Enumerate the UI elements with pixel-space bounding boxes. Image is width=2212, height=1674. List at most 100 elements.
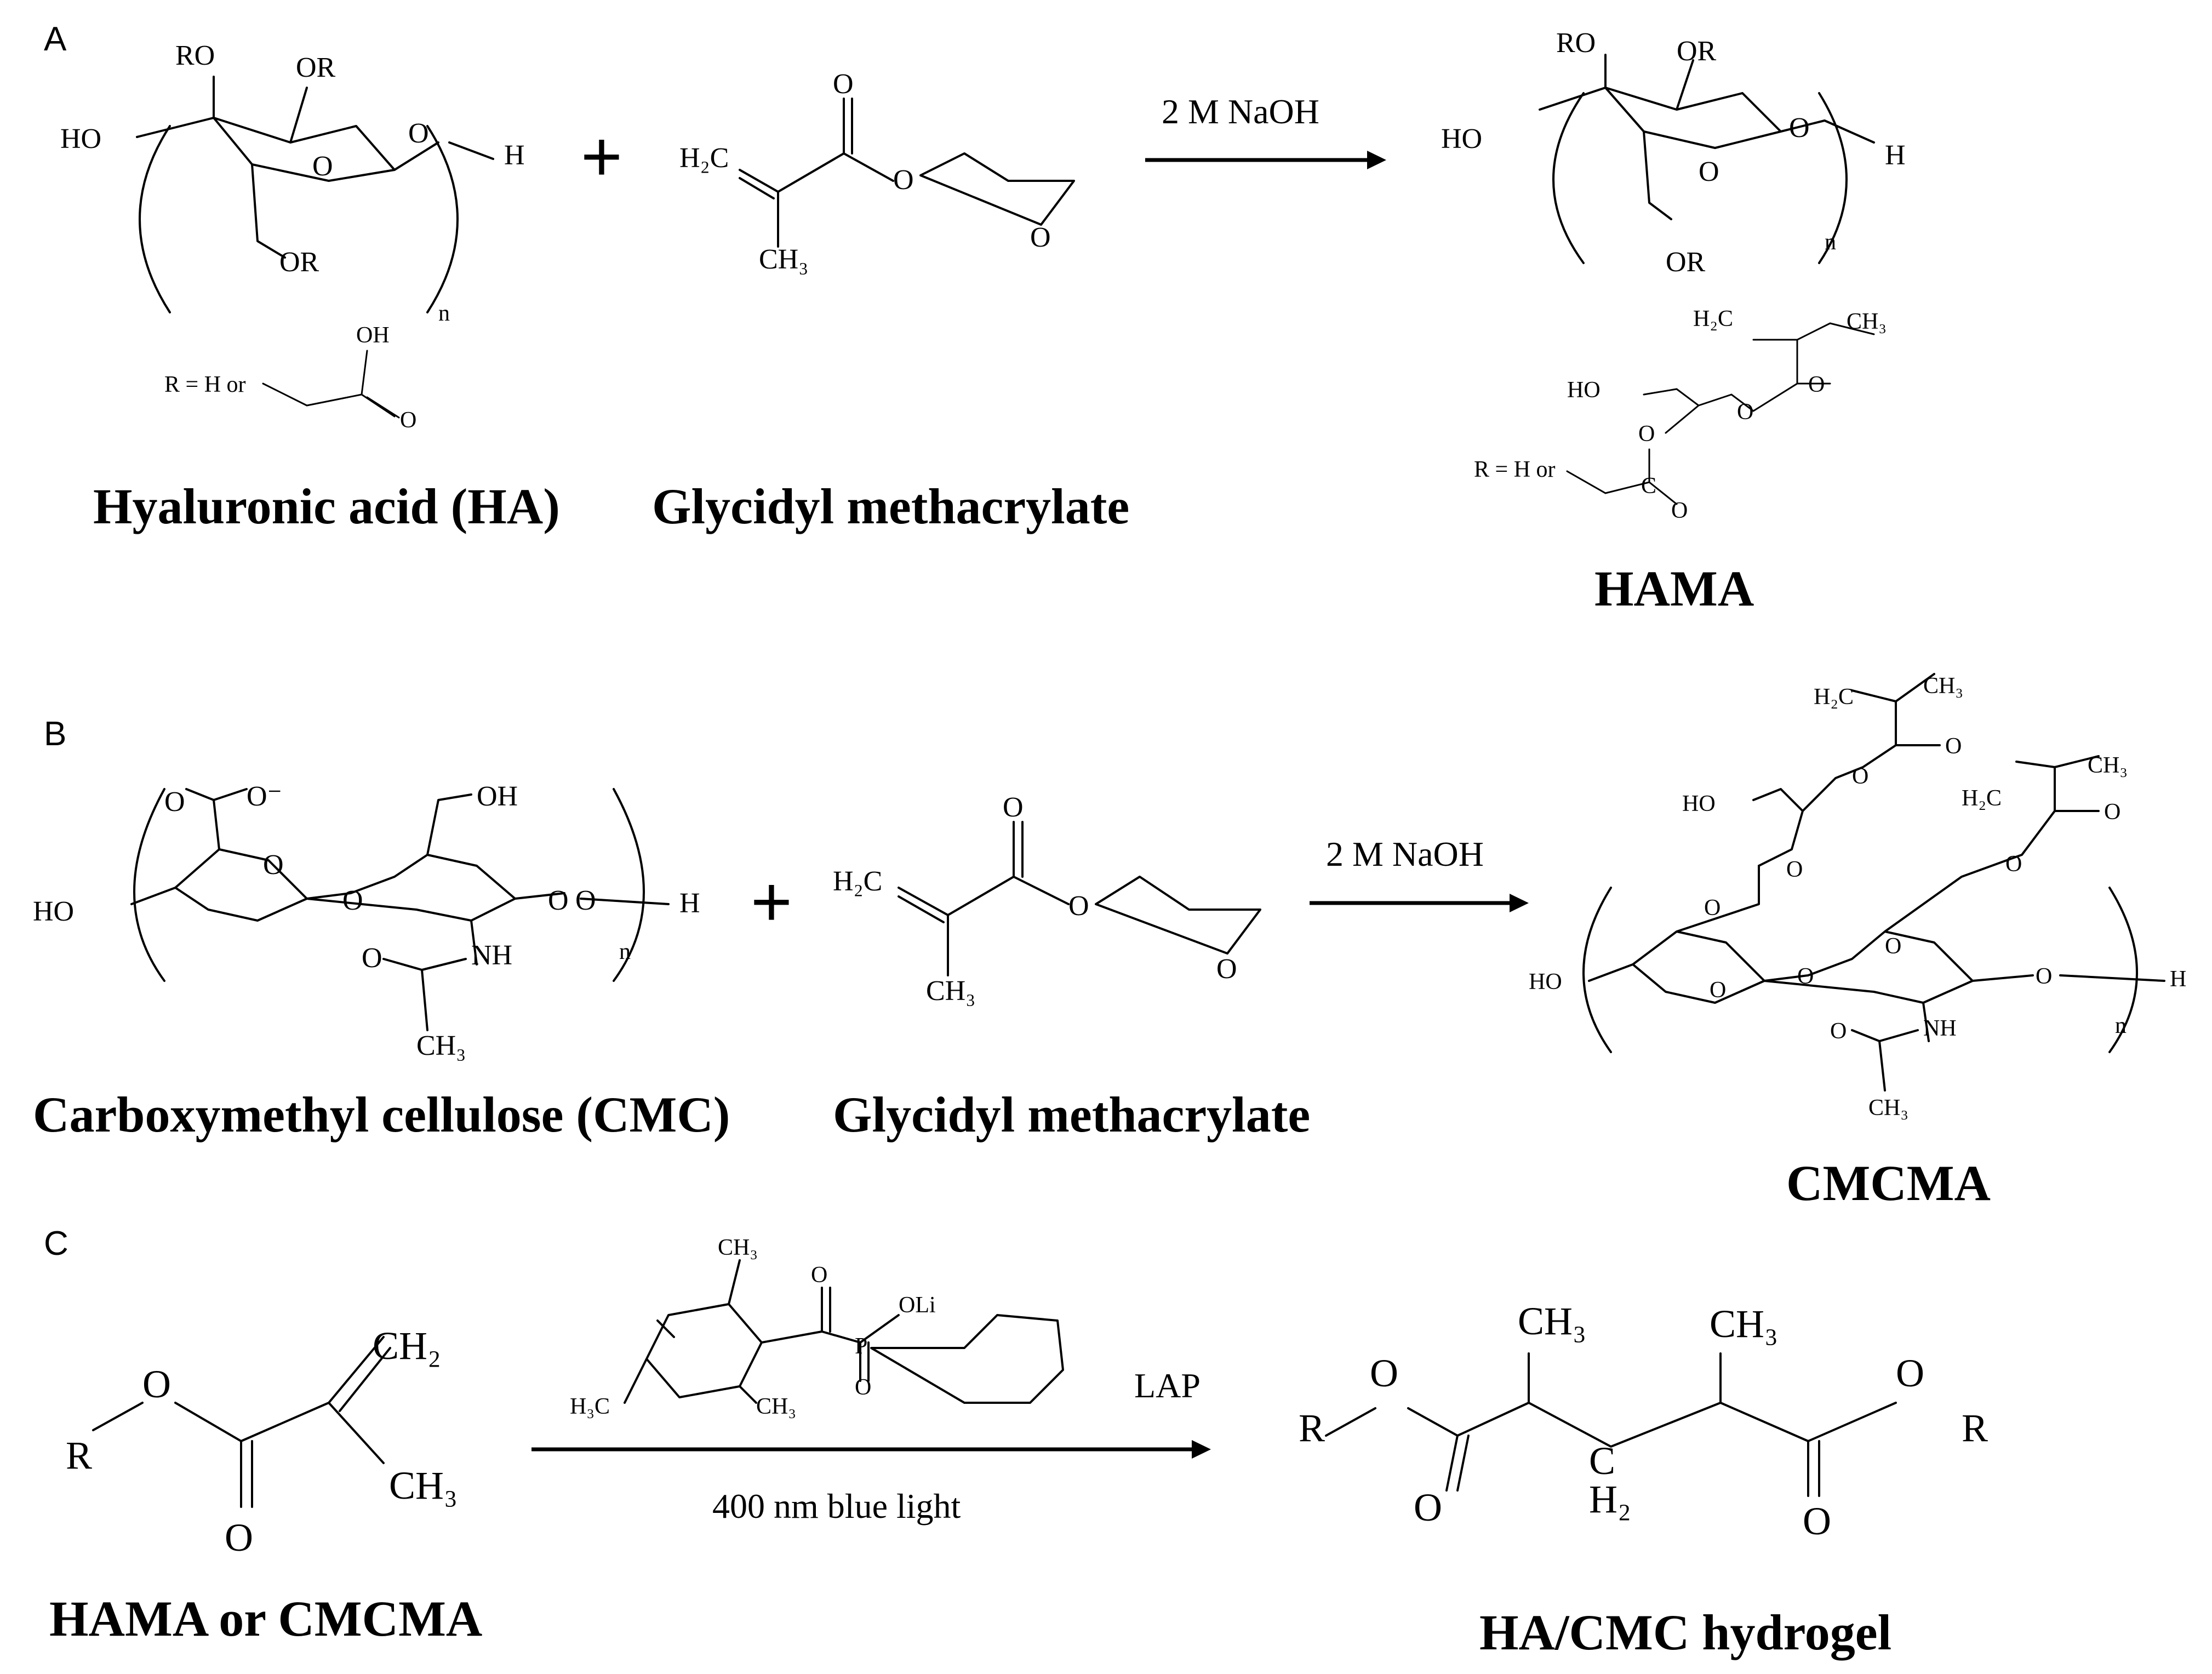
condition-naoh-b: 2 M NaOH bbox=[1326, 835, 1484, 873]
lap-p-o: O bbox=[855, 1375, 871, 1400]
atom-or: OR bbox=[296, 52, 336, 83]
cmcma-o-1: O bbox=[1945, 734, 1962, 759]
cmcma-bracket-right bbox=[2108, 887, 2138, 1053]
cmcma-structure: n H₂C CH₃ O O HO O O H₂C CH₃ O O O O O O… bbox=[1529, 673, 2186, 1121]
cmcma-o-5: O bbox=[2104, 799, 2120, 825]
ha-name: Hyaluronic acid (HA) bbox=[93, 478, 560, 534]
lap-oli: OLi bbox=[899, 1293, 936, 1318]
hama-bracket-left bbox=[1552, 92, 1585, 264]
r-def-o: O bbox=[400, 408, 416, 433]
plus-sign-b: + bbox=[751, 861, 792, 941]
cmcma-o-4: O bbox=[1704, 895, 1721, 921]
r-def-text: R = H or bbox=[164, 372, 246, 397]
cmc-h: H bbox=[679, 888, 700, 919]
gma-b-carbonyl-o: O bbox=[1003, 792, 1024, 823]
methacrylate-monomer-structure: R O CH₂ CH₃ O bbox=[66, 1324, 458, 1559]
gma-name: Glycidyl methacrylate bbox=[652, 478, 1129, 534]
cmcma-ho: HO bbox=[1529, 969, 1562, 995]
cmcma-ring-o1: O bbox=[1710, 978, 1726, 1003]
atom-ho: HO bbox=[60, 123, 101, 155]
gma-b-ch3: CH₃ bbox=[926, 975, 975, 1007]
gma-b-bonds bbox=[898, 821, 1261, 976]
hydrogel-r-right: R bbox=[1962, 1406, 1988, 1450]
cmc-ring-o1: O bbox=[263, 849, 284, 881]
hama-substituent-bonds bbox=[1643, 322, 1875, 434]
polymer-bracket-left bbox=[139, 125, 171, 313]
lap-bonds bbox=[624, 1259, 1064, 1404]
arrow-head-b bbox=[1510, 894, 1529, 912]
sugar-ring-bonds bbox=[136, 76, 439, 259]
cmcma-o-2: O bbox=[1852, 764, 1868, 789]
hama-ring-bonds bbox=[1539, 54, 1875, 220]
cmc-bracket-right bbox=[613, 788, 645, 982]
cmcma-acetyl-o: O bbox=[1830, 1019, 1847, 1044]
monomer-r: R bbox=[66, 1433, 92, 1477]
panel-a-label: A bbox=[44, 20, 67, 58]
hydrogel-c: C bbox=[1589, 1439, 1615, 1483]
hama-ch3: CH₃ bbox=[1847, 309, 1887, 334]
cmcma-h2c-2: H₂C bbox=[1962, 786, 2002, 811]
cmc-bracket-left bbox=[133, 788, 165, 982]
hydrogel-structure: R O CH₃ O C H₂ CH₃ O O R bbox=[1299, 1299, 1988, 1543]
cmc-name: Carboxymethyl cellulose (CMC) bbox=[33, 1087, 730, 1142]
atom-or-lower: OR bbox=[279, 247, 319, 278]
hama-ro: RO bbox=[1556, 27, 1596, 59]
hama-r-def: R = H or bbox=[1474, 457, 1556, 482]
lap-h3c: H₃C bbox=[570, 1394, 610, 1419]
condition-naoh: 2 M NaOH bbox=[1162, 92, 1319, 131]
lap-ch3-top: CH₃ bbox=[718, 1235, 758, 1260]
cmcma-bridge-o: O bbox=[1797, 964, 1814, 989]
lap-ch3-bottom: CH₃ bbox=[756, 1394, 796, 1419]
gma-epoxide-o: O bbox=[1030, 222, 1051, 253]
polymer-bracket-right bbox=[426, 125, 459, 313]
glycidyl-methacrylate-structure-b: H₂C O O O CH₃ bbox=[833, 792, 1261, 1007]
cmc-o-minus: O⁻ bbox=[247, 781, 282, 812]
hydrogel-h2: H₂ bbox=[1589, 1477, 1631, 1521]
cmc-structure: n O O⁻ O HO O OH O O H NH O CH₃ bbox=[33, 781, 700, 1061]
atom-h: H bbox=[504, 140, 525, 171]
gma-b-name: Glycidyl methacrylate bbox=[833, 1087, 1310, 1142]
hydrogel-carbonyl-o-right: O bbox=[1803, 1499, 1831, 1543]
cmcma-bracket-left bbox=[1582, 887, 1612, 1053]
hama-r-o: O bbox=[1671, 498, 1688, 523]
atom-ro: RO bbox=[175, 40, 215, 71]
cmcma-right-arm-bonds bbox=[2015, 755, 2100, 812]
cmcma-ring-o2: O bbox=[1885, 934, 1901, 959]
hama-or-lower: OR bbox=[1666, 247, 1706, 278]
gma-h2c: H₂C bbox=[679, 142, 729, 174]
hydrogel-ch3-left: CH₃ bbox=[1518, 1299, 1586, 1343]
cmcma-h: H bbox=[2170, 967, 2186, 992]
cmcma-ch3-2: CH₃ bbox=[2088, 753, 2128, 778]
panel-b-label: B bbox=[44, 715, 66, 753]
hama-sub-o2: O bbox=[1808, 372, 1825, 397]
cmc-acetyl-ch3: CH₃ bbox=[416, 1030, 466, 1061]
gma-b-double-bond bbox=[898, 895, 945, 923]
cmc-acetyl-o: O bbox=[362, 942, 382, 974]
hama-sub-o1: O bbox=[1737, 399, 1753, 425]
hyaluronic-acid-structure: n RO OR HO O O H OR bbox=[60, 40, 525, 326]
terminal-bond bbox=[448, 141, 494, 160]
cmc-carboxyl-o: O bbox=[164, 786, 185, 818]
gma-b-epoxide-o: O bbox=[1216, 953, 1237, 985]
hama-structure: n RO OR HO O O H OR H₂C CH₃ HO O O O R =… bbox=[1441, 27, 1906, 523]
panel-c-label: C bbox=[44, 1225, 68, 1262]
cmcma-h2c-1: H₂C bbox=[1814, 684, 1854, 710]
gma-ch3: CH₃ bbox=[759, 244, 808, 275]
gma-b-ester-o: O bbox=[1068, 890, 1089, 922]
ring-oxygen: O bbox=[312, 151, 333, 182]
cmcma-ho-arm: HO bbox=[1682, 791, 1716, 816]
panel-c: C R O CH₂ CH₃ O HAMA or CMCMA CH₃ O OLi … bbox=[44, 1225, 1988, 1660]
hama-ho: HO bbox=[1441, 123, 1482, 155]
gma-bonds bbox=[739, 98, 1075, 248]
glycidyl-methacrylate-structure: H₂C O O O CH₃ bbox=[679, 68, 1075, 275]
cmc-n: n bbox=[619, 939, 631, 964]
hama-h2c: H₂C bbox=[1693, 306, 1733, 332]
hydrogel-carbonyl-o-left: O bbox=[1414, 1486, 1442, 1529]
monomer-bonds bbox=[92, 1336, 391, 1508]
gma-double-bond bbox=[739, 177, 775, 199]
cmcma-acetyl-ch3: CH₃ bbox=[1868, 1095, 1908, 1121]
plus-sign: + bbox=[581, 116, 622, 196]
cmcma-o-6: O bbox=[2005, 852, 2022, 877]
cmcma-name: CMCMA bbox=[1786, 1155, 1991, 1211]
